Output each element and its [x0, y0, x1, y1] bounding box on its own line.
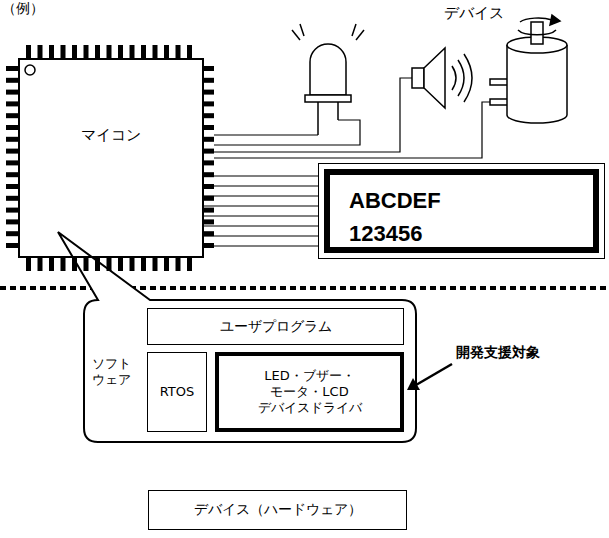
leader-arrow	[407, 364, 452, 390]
rtos-box: RTOS	[147, 352, 207, 432]
lcd-display: ABCDEF 123456	[318, 163, 605, 259]
node-text: RTOS	[160, 384, 195, 400]
wire-connector	[204, 245, 318, 246]
wire-connector	[204, 235, 318, 236]
wire-connector	[204, 205, 318, 206]
wire-connector	[204, 215, 318, 216]
device-label: デバイス	[444, 4, 504, 22]
device-driver-box: LED・ブザー・ モータ・LCD デバイスドライバ	[215, 352, 404, 432]
software-callout: ソフト ウェア ユーザプログラム RTOS LED・ブザー・ モータ・LCD デバイス…	[84, 300, 416, 442]
node-text: ABCDEF 123456	[349, 184, 441, 250]
hardware-box: デバイス（ハードウェア）	[148, 490, 407, 530]
node-text: ユーザプログラム	[220, 318, 332, 336]
callout-bubble	[58, 232, 416, 442]
wire-connector	[204, 175, 318, 176]
example-label: （例）	[2, 0, 44, 17]
node-text: ソフト ウェア	[92, 356, 131, 389]
wire-connector	[204, 225, 318, 226]
microcontroller-chip: マイコン	[18, 58, 204, 258]
buzzer-symbol	[412, 48, 472, 108]
node-text: マイコン	[81, 126, 141, 144]
node-text: デバイス（ハードウェア）	[194, 501, 362, 519]
user-program-box: ユーザプログラム	[147, 308, 404, 345]
pin1-mark	[25, 65, 35, 75]
target-label: 開発支援対象	[456, 344, 540, 361]
wire-connector	[204, 185, 318, 186]
chip-pins	[6, 45, 214, 271]
node-text: LED・ブザー・ モータ・LCD デバイスドライバ	[254, 368, 366, 417]
motor-symbol	[490, 15, 567, 123]
wire-connector	[204, 195, 318, 196]
led-symbol	[292, 24, 364, 135]
device-wires	[214, 78, 490, 158]
